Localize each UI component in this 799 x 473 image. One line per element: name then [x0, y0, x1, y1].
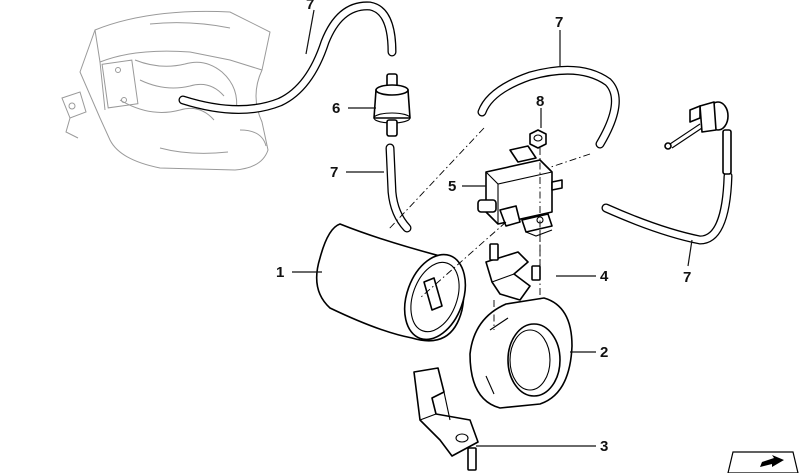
- mounting-ring: [469, 297, 573, 409]
- callout-7-middle: 7: [330, 164, 338, 181]
- callout-4: 4: [600, 268, 609, 285]
- intake-manifold-ghost: [61, 10, 271, 171]
- callout-6: 6: [332, 100, 340, 117]
- vacuum-canister: [315, 223, 467, 342]
- bracket-large: [413, 367, 479, 471]
- vacuum-hose-arch: [477, 65, 620, 149]
- callout-7-top-right: 7: [555, 14, 563, 31]
- callout-3: 3: [600, 438, 608, 455]
- vacuum-hose-right: [601, 171, 733, 245]
- vacuum-hose-upper-left: [178, 1, 397, 115]
- callout-1: 1: [276, 264, 284, 281]
- hex-nut: [529, 129, 547, 149]
- callout-2: 2: [600, 344, 608, 361]
- bracket-small: [485, 243, 541, 301]
- arrow-sheet-icon: [727, 451, 799, 473]
- check-valve: [373, 73, 411, 137]
- callout-8: 8: [536, 93, 544, 110]
- assembly-lines: [387, 127, 591, 330]
- vacuum-actuator: [664, 101, 732, 175]
- vacuum-hose-canister: [385, 143, 412, 233]
- callout-7-right: 7: [683, 269, 691, 286]
- leader-lines: [292, 9, 693, 447]
- callout-5: 5: [448, 178, 456, 195]
- changeover-valve: [477, 145, 563, 237]
- callout-7-top-left: 7: [306, 0, 314, 13]
